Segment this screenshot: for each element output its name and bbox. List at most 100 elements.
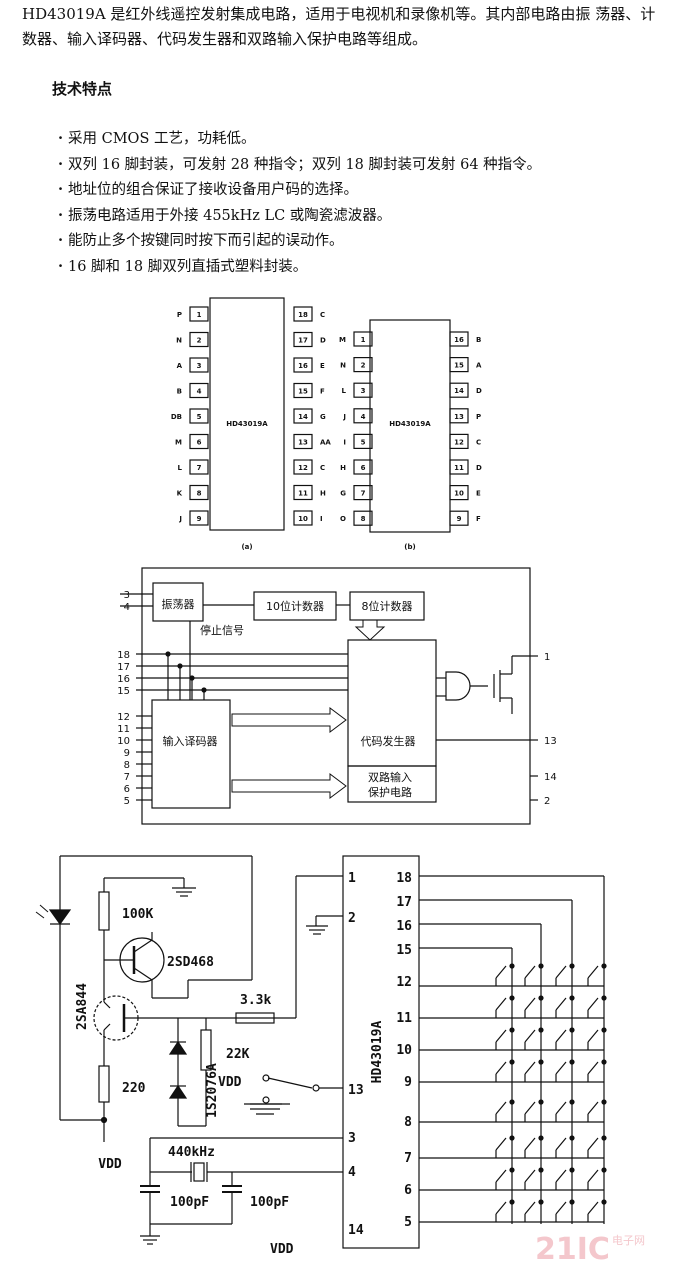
key-switch (587, 1029, 599, 1043)
bd-pin-number: 13 (544, 736, 557, 747)
resistor-100k-label: 100K (122, 907, 153, 922)
key-switch (495, 965, 507, 979)
pin-number: 14 (298, 413, 308, 421)
pin-name: F (320, 388, 325, 396)
key-switch (495, 1061, 507, 1075)
crystal (193, 1162, 205, 1182)
pin-box (353, 331, 373, 347)
pin-name: G (320, 413, 326, 421)
key-junction (601, 995, 607, 1001)
pin-name: K (177, 490, 183, 498)
pin-box (189, 484, 209, 501)
section-heading: 技术特点 (52, 80, 113, 98)
pin-number: 7 (361, 490, 366, 498)
key-junction (601, 1199, 607, 1205)
chip-b-caption: (b) (404, 543, 415, 551)
bd-pin-number: 8 (124, 760, 130, 771)
ic-pin-number: 10 (396, 1043, 412, 1058)
ic-label: HD43019A (370, 1021, 385, 1084)
key-switch (524, 997, 536, 1011)
chip-a-caption: (a) (241, 543, 252, 551)
pin-number: 5 (361, 438, 366, 446)
pin-box (189, 382, 209, 399)
pin-name: I (320, 515, 323, 523)
pin-number: 17 (298, 337, 308, 345)
pin-box (353, 408, 373, 424)
bd-pin-number: 1 (544, 652, 550, 663)
pin-number: 13 (454, 413, 464, 421)
counter10-label: 10位计数器 (266, 599, 324, 613)
pin-name: E (476, 490, 481, 498)
key-switch (495, 1169, 507, 1183)
chip-a-label: HD43019A (226, 420, 268, 428)
ic-pin-number: 15 (396, 943, 412, 958)
key-junction (538, 995, 544, 1001)
ic-pin-number: 4 (348, 1165, 356, 1180)
pin-number: 1 (361, 336, 366, 344)
bd-pin-number: 7 (124, 772, 130, 783)
key-junction (538, 1167, 544, 1173)
ic-pin-number: 8 (404, 1115, 412, 1130)
key-junction (509, 1059, 515, 1065)
key-switch (495, 1137, 507, 1151)
pin-number: 12 (454, 438, 464, 446)
npn-transistor-label: 2SD468 (167, 955, 214, 970)
bd-pin-number: 10 (117, 736, 130, 747)
bd-pin-number: 2 (544, 796, 550, 807)
stop-signal-label: 停止信号 (200, 623, 244, 637)
pin-name: B (177, 388, 182, 396)
pin-number: 12 (298, 464, 308, 472)
pin-name: J (342, 413, 346, 421)
pin-number: 13 (298, 439, 308, 447)
pin-box (189, 357, 209, 373)
ic-pin-number: 2 (348, 911, 356, 926)
pin-number: 4 (361, 413, 366, 421)
ic-pin-number: 14 (348, 1223, 364, 1238)
intro-paragraph: HD43019A 是红外线遥控发射集成电路，适用于电视机和录像机等。其内部电路由… (22, 5, 656, 48)
key-switch (555, 1029, 567, 1043)
pin-box (189, 459, 209, 475)
vdd-label-3: VDD (270, 1242, 294, 1257)
key-switch (587, 1201, 599, 1215)
ic-pin-number: 13 (348, 1083, 364, 1098)
pin-name: DB (171, 413, 182, 421)
pin-box (449, 408, 469, 424)
pin-number: 15 (454, 362, 464, 370)
counter8-block (349, 591, 425, 621)
key-switch (587, 965, 599, 979)
pin-box (449, 485, 469, 501)
block-diagram: 振荡器 10位计数器 8位计数器 停止信号 代码发生器 双路输入 保护电路 输入… (117, 567, 557, 825)
decoder-to-code-arrow (231, 707, 347, 733)
pin-name: E (320, 362, 325, 370)
key-switch (495, 1101, 507, 1115)
decoder-label: 输入译码器 (163, 734, 218, 748)
key-junction (509, 1199, 515, 1205)
key-switch (524, 1061, 536, 1075)
pin-name: J (178, 515, 182, 523)
pin-name: H (340, 464, 346, 472)
chip-b-body (369, 319, 451, 533)
pin-number: 6 (361, 464, 366, 472)
ic-pin-number: 9 (404, 1075, 412, 1090)
feature-item: 振荡电路适用于外接 455kHz LC 或陶瓷滤波器。 (58, 203, 541, 229)
key-junction (538, 1199, 544, 1205)
pin-name: N (176, 337, 182, 345)
bd-pin-number: 15 (117, 686, 130, 697)
key-switch (555, 1101, 567, 1115)
pin-number: 8 (361, 515, 366, 523)
key-junction (569, 1027, 575, 1033)
resistor-3k3-label: 3.3k (240, 993, 271, 1008)
pin-box (353, 382, 373, 398)
code-generator-label: 代码发生器 (361, 734, 416, 748)
pin-name: F (476, 515, 481, 523)
pin-name: M (175, 439, 182, 447)
pin-number: 15 (298, 388, 308, 396)
pin-box (189, 306, 209, 322)
key-junction (569, 1135, 575, 1141)
pin-name: AA (320, 439, 331, 447)
